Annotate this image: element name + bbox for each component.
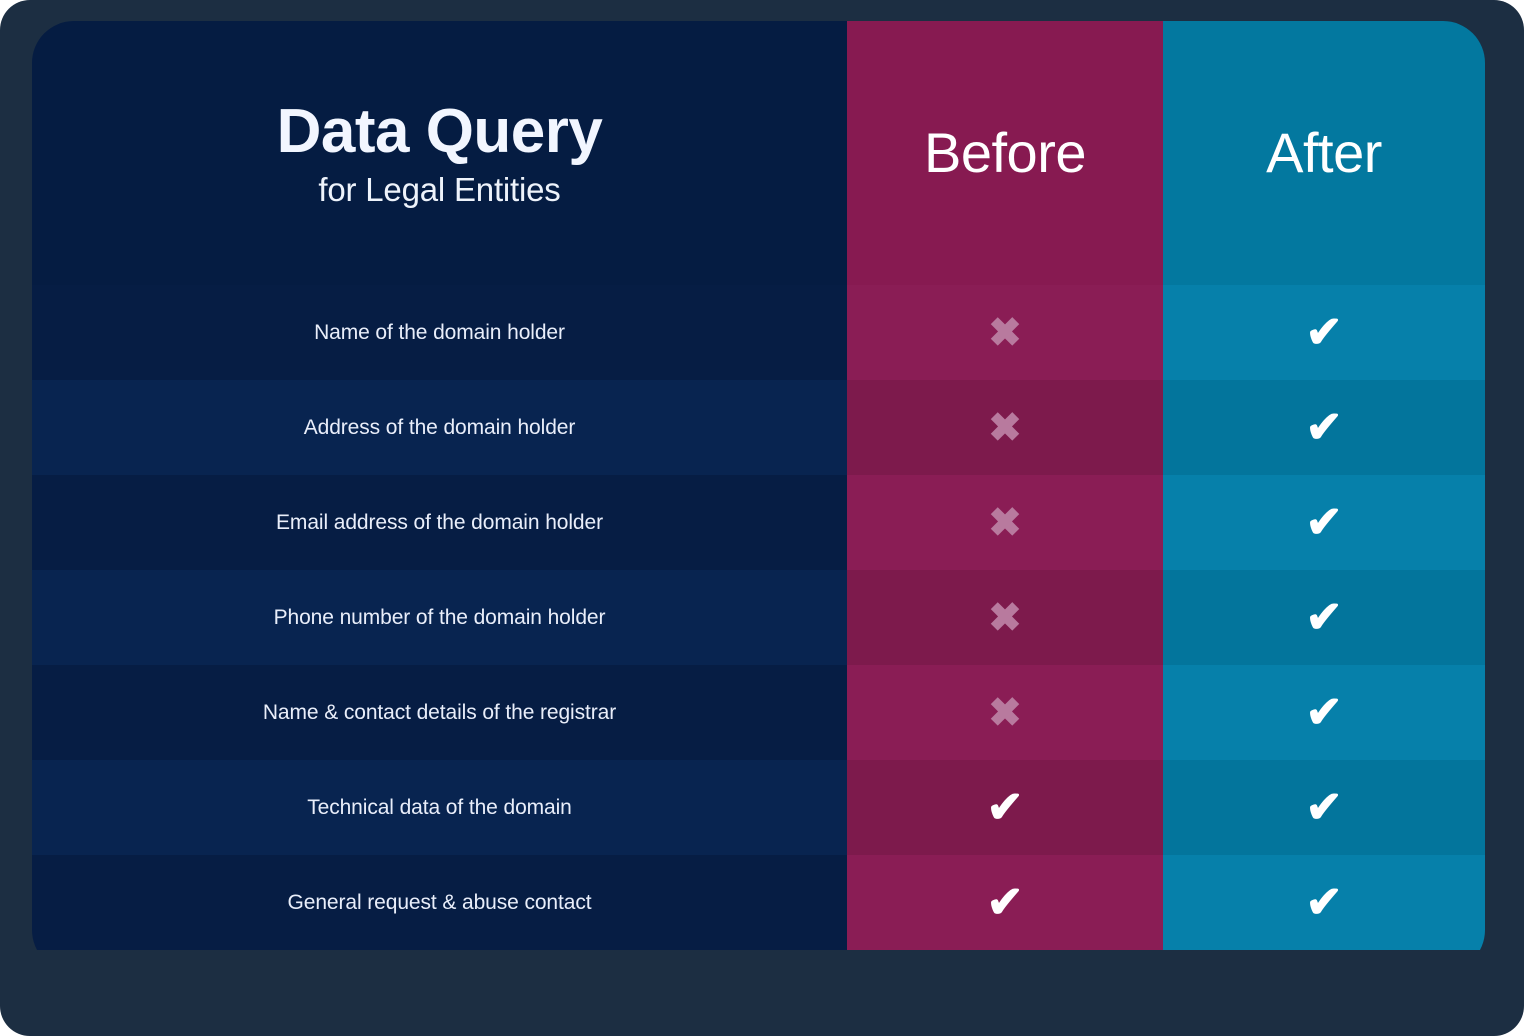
cross-icon: ✖ — [988, 405, 1022, 450]
before-header-label: Before — [924, 121, 1087, 184]
table-row-cell: ✔ — [1163, 665, 1485, 760]
table-row-cell: ✔ — [1163, 570, 1485, 665]
cross-icon: ✖ — [988, 690, 1022, 735]
table-row-cell: ✖ — [847, 570, 1163, 665]
label-column: Data Query for Legal Entities Name of th… — [32, 21, 847, 972]
table-row-cell: ✔ — [847, 855, 1163, 950]
table-row-cell: ✔ — [1163, 285, 1485, 380]
table-row-cell: ✖ — [847, 665, 1163, 760]
check-icon: ✔ — [986, 877, 1024, 927]
table-row-cell: ✔ — [1163, 760, 1485, 855]
after-column-header: After — [1163, 21, 1485, 285]
check-icon: ✔ — [986, 782, 1024, 832]
check-icon: ✔ — [1305, 307, 1343, 357]
after-rows: ✔ ✔ ✔ ✔ ✔ ✔ ✔ — [1163, 285, 1485, 972]
table-row-cell: ✖ — [847, 380, 1163, 475]
after-column: After ✔ ✔ ✔ ✔ ✔ ✔ ✔ — [1163, 21, 1485, 972]
cross-icon: ✖ — [988, 595, 1022, 640]
page-title: Data Query — [276, 96, 603, 166]
table-row-label: Phone number of the domain holder — [32, 570, 847, 665]
table-row-cell: ✖ — [847, 475, 1163, 570]
page-subtitle: for Legal Entities — [318, 170, 561, 208]
before-rows: ✖ ✖ ✖ ✖ ✖ ✔ ✔ — [847, 285, 1163, 972]
cross-icon: ✖ — [988, 500, 1022, 545]
cross-icon: ✖ — [988, 310, 1022, 355]
check-icon: ✔ — [1305, 497, 1343, 547]
table-row-cell: ✔ — [1163, 475, 1485, 570]
check-icon: ✔ — [1305, 402, 1343, 452]
check-icon: ✔ — [1305, 592, 1343, 642]
table-row-cell: ✖ — [847, 285, 1163, 380]
table-row-cell: ✔ — [1163, 380, 1485, 475]
table-row-label: General request & abuse contact — [32, 855, 847, 950]
check-icon: ✔ — [1305, 687, 1343, 737]
before-column-header: Before — [847, 21, 1163, 285]
after-header-label: After — [1266, 121, 1382, 184]
table-row-label: Technical data of the domain — [32, 760, 847, 855]
table-row-label: Email address of the domain holder — [32, 475, 847, 570]
table-row-label: Name of the domain holder — [32, 285, 847, 380]
table-row-label: Address of the domain holder — [32, 380, 847, 475]
table-row-label: Name & contact details of the registrar — [32, 665, 847, 760]
table-row-cell: ✔ — [847, 760, 1163, 855]
comparison-table-card: Data Query for Legal Entities Name of th… — [32, 21, 1485, 972]
table-title-block: Data Query for Legal Entities — [32, 21, 847, 285]
check-icon: ✔ — [1305, 782, 1343, 832]
table-row-cell: ✔ — [1163, 855, 1485, 950]
check-icon: ✔ — [1305, 877, 1343, 927]
before-column: Before ✖ ✖ ✖ ✖ ✖ ✔ ✔ — [847, 21, 1163, 972]
